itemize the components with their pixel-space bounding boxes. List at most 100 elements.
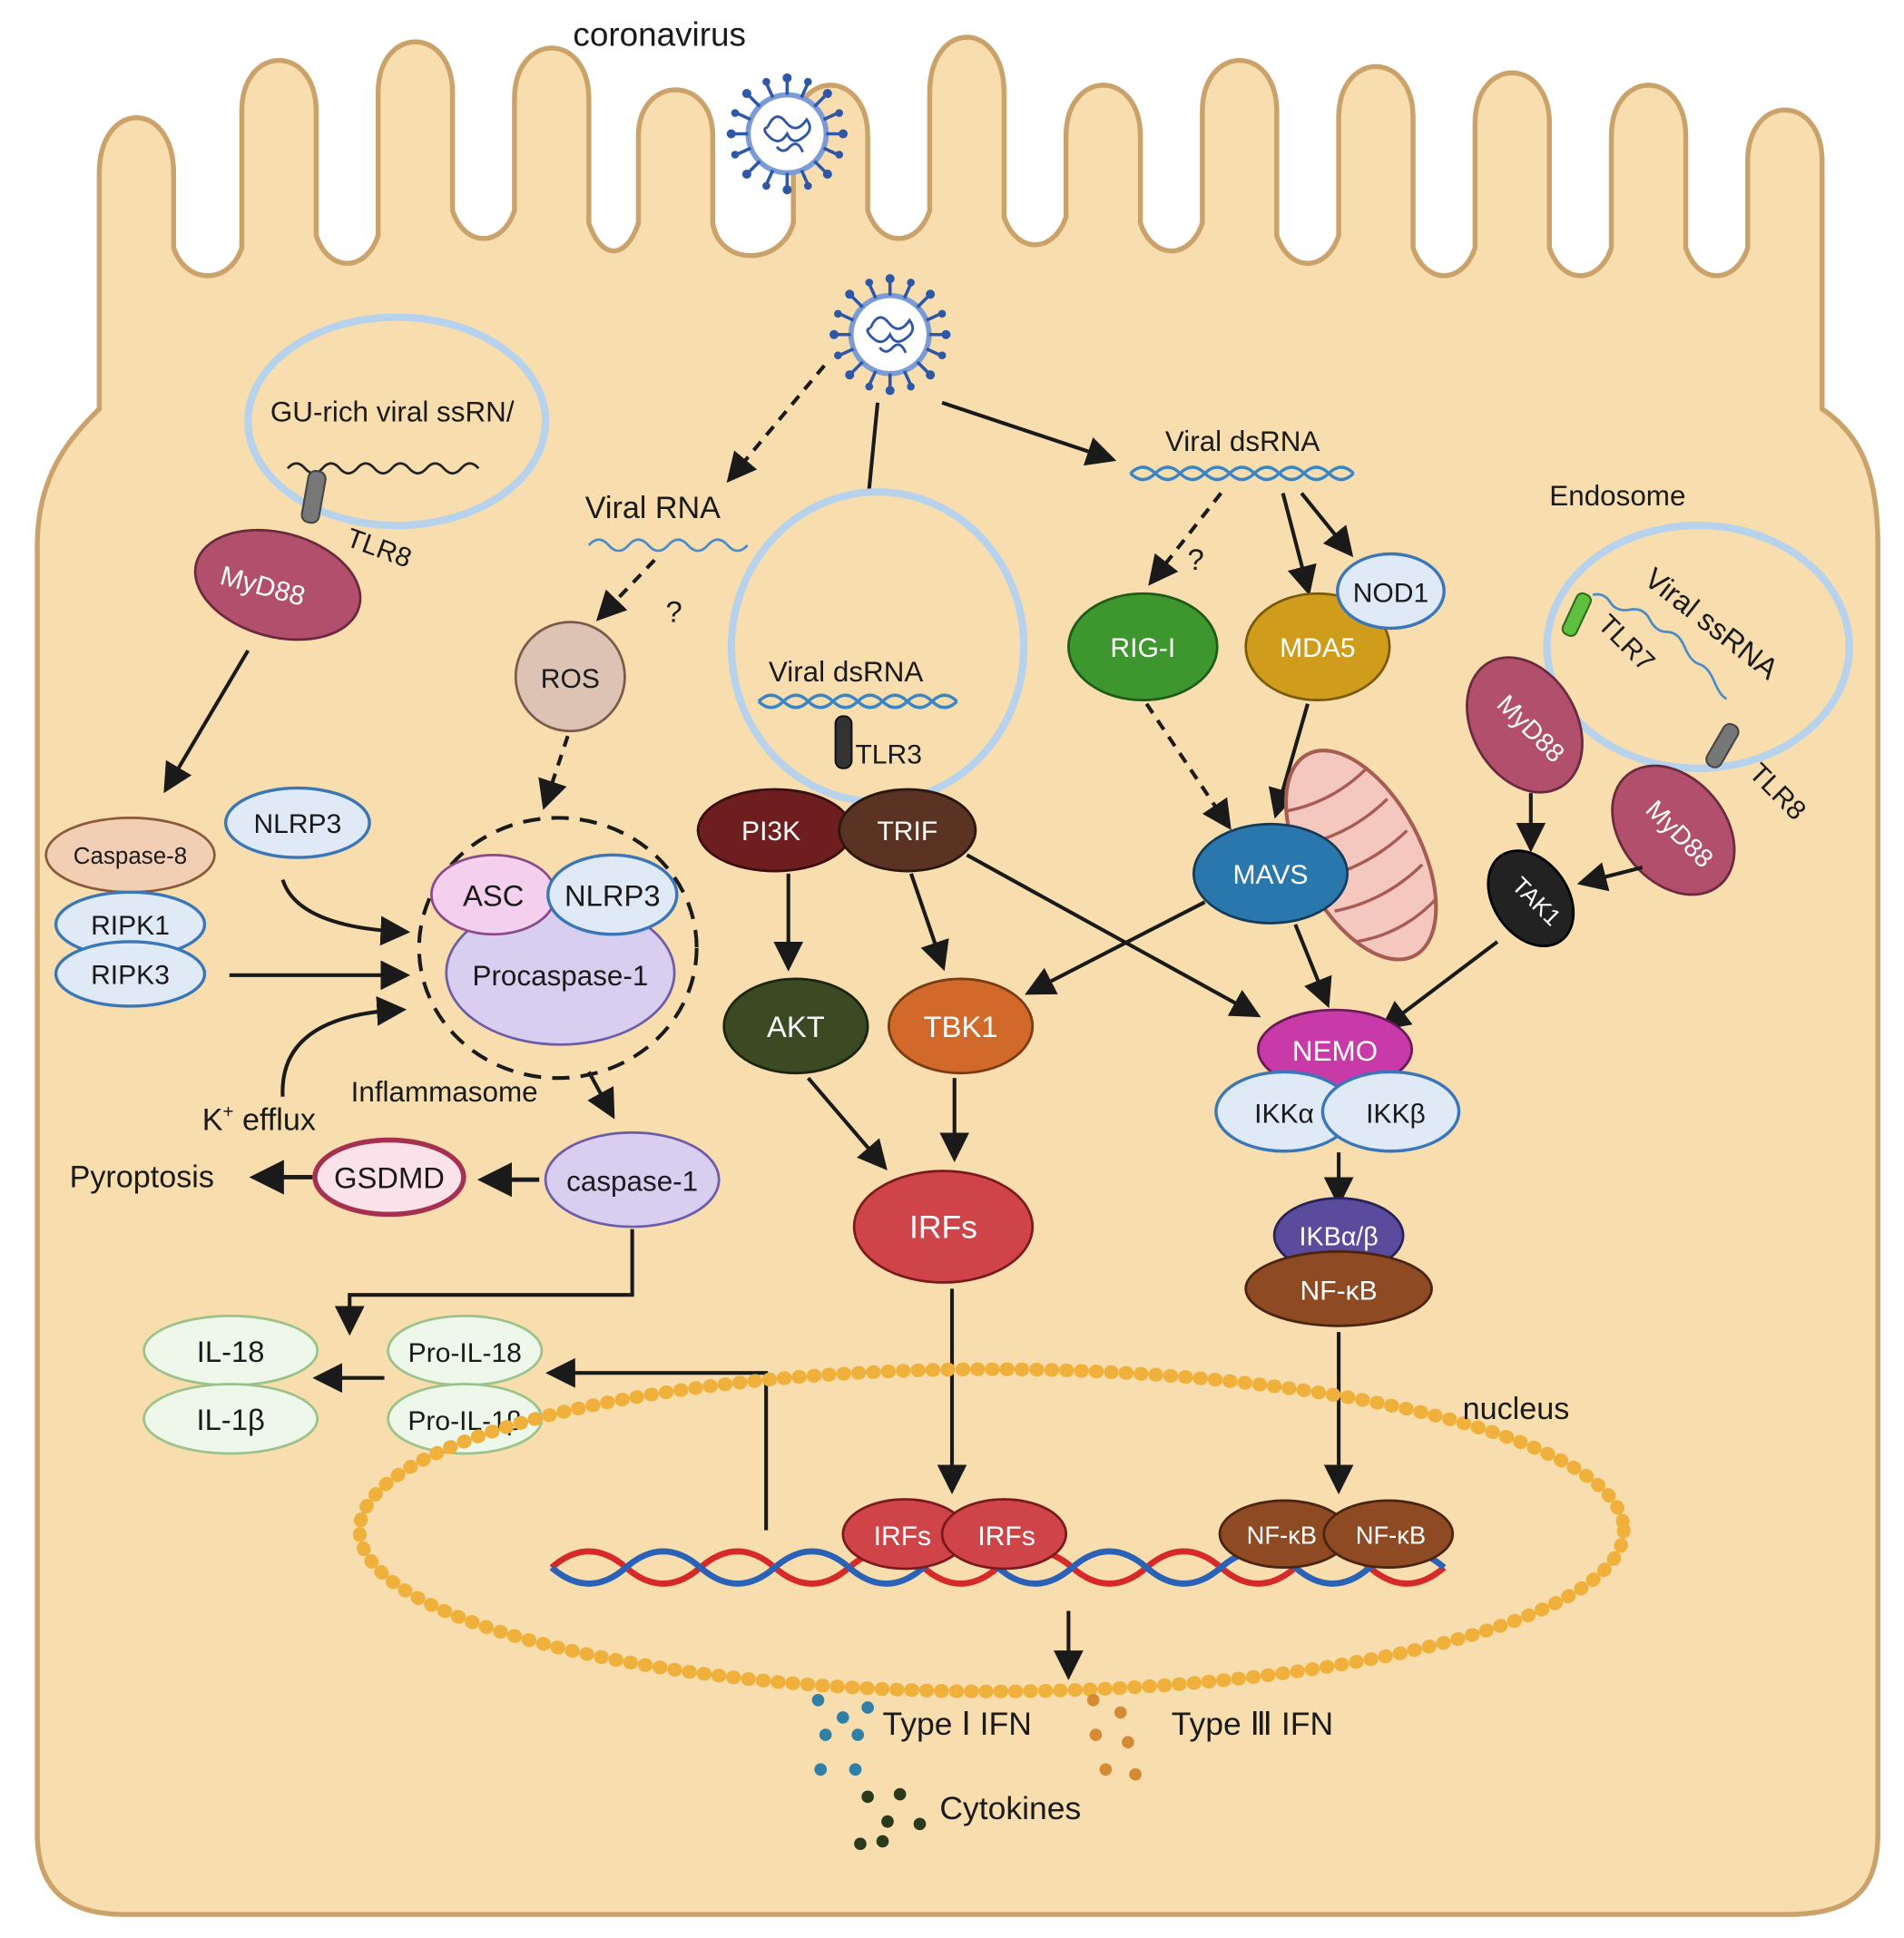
ripk3-node	[54, 940, 207, 1008]
arrow-akt-irfs	[807, 1076, 888, 1171]
tlr3-receptor	[834, 715, 853, 769]
gu-rich-ssrna	[286, 462, 480, 475]
ripk3-label: RIPK3	[91, 960, 170, 990]
myd88-right-a	[1466, 656, 1584, 794]
k-efflux-label: K+ efflux	[202, 1101, 316, 1138]
arrow-inflammasome-caspase1	[587, 1071, 615, 1120]
arrow-dsrna-mda5	[1281, 493, 1317, 596]
rig1-label: RIG-I	[1110, 633, 1175, 663]
tlr7-receptor	[1561, 592, 1592, 637]
arrow-mavs-nemo	[1293, 924, 1332, 1009]
gsdmd-node	[312, 1137, 466, 1218]
nfkb-label: NF-κB	[1300, 1277, 1378, 1307]
viral-dsrna-cyto-helix	[1129, 465, 1355, 482]
caspase1-label: caspase-1	[566, 1165, 698, 1197]
tlr3-label: TLR3	[855, 739, 921, 769]
pro-il18-label: Pro-IL-18	[408, 1338, 522, 1368]
tlr8-receptor-right	[1705, 722, 1740, 768]
nlrp3-complex-label: NLRP3	[564, 878, 661, 912]
viral-dsrna-endo-helix	[757, 693, 958, 710]
nfkb-dimer-b-label: NF-κB	[1356, 1522, 1426, 1550]
tak1-node	[1487, 849, 1575, 948]
nlrp3-free-label: NLRP3	[253, 809, 341, 839]
type3-ifn-label: Type Ⅲ IFN	[1172, 1706, 1333, 1742]
cytokine-dots	[854, 1787, 927, 1851]
arrow-mavs-tbk1	[1025, 900, 1206, 995]
tbk1-label: TBK1	[924, 1010, 998, 1043]
arrow-viralrna-ros	[595, 558, 656, 622]
nemo-label: NEMO	[1292, 1035, 1378, 1067]
arrow-rig1-mavs	[1144, 702, 1232, 831]
arrow-myd88-tak1-b	[1576, 862, 1644, 892]
ros-label: ROS	[541, 664, 600, 694]
viral-rna-strand	[587, 538, 749, 553]
nlrp3-complex-node	[546, 853, 679, 936]
gsdmd-label: GSDMD	[334, 1161, 445, 1195]
il1b-label: IL-1β	[196, 1403, 264, 1436]
nucleus-label: nucleus	[1463, 1392, 1570, 1426]
arrow-virus-viralrna	[726, 364, 826, 484]
mda5-label: MDA5	[1280, 633, 1355, 663]
caspase8-label: Caspase-8	[74, 844, 187, 869]
irfs-node	[852, 1170, 1035, 1284]
nfkb-dimer-b	[1322, 1499, 1455, 1570]
caspase1-node	[544, 1130, 721, 1228]
nfkb-node	[1244, 1250, 1433, 1327]
il18-label: IL-18	[197, 1335, 265, 1368]
irfs-dimer-a-label: IRFs	[874, 1522, 931, 1551]
gu-rich-label: GU-rich viral ssRN/	[270, 396, 515, 427]
type1-ifn-dots	[811, 1693, 874, 1776]
coronavirus-icon	[727, 73, 848, 194]
ikka-label: IKKα	[1254, 1099, 1314, 1129]
mavs-node	[1192, 822, 1349, 925]
viral-ssrna-strand	[1592, 592, 1728, 700]
ikkb-node	[1320, 1070, 1461, 1153]
irfs-dimer-b-label: IRFs	[977, 1522, 1035, 1551]
mavs-label: MAVS	[1233, 860, 1309, 890]
tbk1-node	[887, 977, 1035, 1075]
irfs-dimer-b	[940, 1498, 1068, 1571]
myd88-left	[193, 528, 362, 641]
virus-intracellular-icon	[829, 274, 950, 395]
coronavirus-label: coronavirus	[573, 16, 746, 54]
arrow-trif-nemo	[966, 853, 1261, 1018]
viral-dsrna-endo-label: Viral dsRNA	[769, 656, 924, 688]
nlrp3-free-node	[223, 786, 371, 859]
arrow-nucleus-proil	[545, 1357, 769, 1531]
question-mark-2: ?	[1187, 543, 1203, 576]
nfkb-dimer-a-label: NF-κB	[1247, 1522, 1317, 1550]
arrow-caspase1-il	[334, 1228, 634, 1336]
mda5-node	[1244, 592, 1391, 702]
arrow-nlrp3-inflammasome	[280, 879, 411, 946]
cytokines-label: Cytokines	[939, 1790, 1081, 1826]
nod1-node	[1336, 552, 1446, 631]
ros-node	[514, 621, 626, 733]
arrow-mda5-mavs	[1268, 703, 1310, 819]
pi3k-label: PI3K	[741, 817, 800, 847]
nod1-label: NOD1	[1353, 579, 1428, 609]
arrow-myd88-caspase8	[163, 649, 250, 794]
arrow-tak1-nemo	[1379, 940, 1499, 1031]
question-mark-1: ?	[666, 595, 682, 629]
trif-label: TRIF	[877, 817, 937, 847]
arrow-virus-dsrna	[941, 400, 1117, 466]
endosome-right	[1543, 521, 1853, 772]
nucleus-envelope	[352, 1362, 1631, 1698]
ikkb-label: IKKβ	[1366, 1099, 1426, 1129]
arrow-trif-tbk1	[908, 873, 949, 972]
arrow-dsrna-nod1	[1300, 492, 1354, 558]
akt-label: AKT	[767, 1010, 825, 1043]
type1-ifn-label: Type Ⅰ IFN	[883, 1706, 1032, 1742]
ikba-label: IKBα/β	[1299, 1223, 1378, 1252]
il1b-node	[142, 1383, 319, 1455]
myd88-right-b	[1611, 764, 1736, 896]
inflammasome-label: Inflammasome	[351, 1076, 538, 1108]
arrow-kefflux-inflammasome	[280, 995, 407, 1097]
irfs-label: IRFs	[909, 1209, 977, 1245]
endosome-label: Endosome	[1549, 480, 1685, 512]
trif-node	[838, 788, 977, 873]
type3-ifn-dots	[1086, 1693, 1142, 1781]
inflammasome-boundary	[417, 816, 699, 1081]
rig1-node	[1067, 592, 1219, 702]
